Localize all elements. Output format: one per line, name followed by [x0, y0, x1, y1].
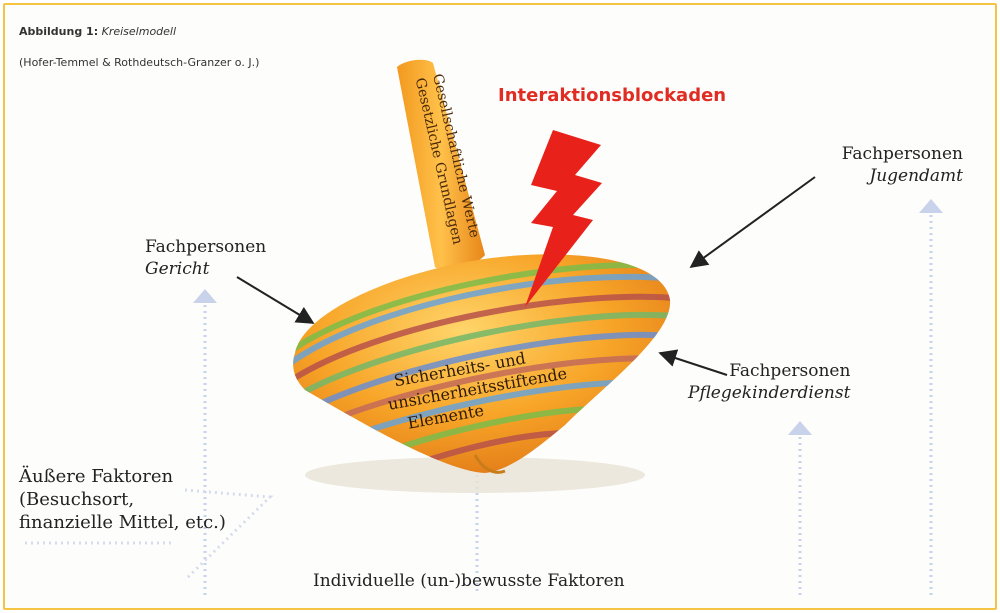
figure-caption: Abbildung 1: Kreiselmodell	[19, 25, 176, 38]
figure-source: (Hofer-Temmel & Rothdeutsch-Granzer o. J…	[19, 56, 259, 69]
pflege-sub: Pflegekinderdienst	[688, 382, 850, 404]
dotted-arrow-left	[193, 289, 217, 595]
interaction-blockades-label: Interaktionsblockaden	[498, 85, 726, 106]
arrow-jugendamt	[691, 177, 815, 267]
caption-label: Abbildung 1:	[19, 25, 98, 38]
figure-frame: Gesellschaftliche Werte Gesetzliche Grun…	[3, 3, 997, 610]
label-individuelle-faktoren: Individuelle (un-)bewusste Faktoren	[313, 570, 625, 592]
dotted-arrow-far-right	[919, 199, 943, 595]
aussere-line-3: finanzielle Mittel, etc.)	[19, 511, 226, 534]
dotted-arrow-right	[788, 421, 812, 595]
label-aussere-faktoren: Äußere Faktoren (Besuchsort, finanzielle…	[19, 465, 226, 534]
label-fachpersonen-jugendamt: Fachpersonen Jugendamt	[842, 143, 963, 187]
caption-title: Kreiselmodell	[102, 25, 176, 38]
jugendamt-title: Fachpersonen	[842, 144, 963, 164]
gericht-sub: Gericht	[145, 258, 266, 280]
label-fachpersonen-gericht: Fachpersonen Gericht	[145, 236, 266, 280]
arrow-gericht	[237, 277, 313, 323]
label-fachpersonen-pflegekinderdienst: Fachpersonen Pflegekinderdienst	[688, 360, 850, 404]
gericht-title: Fachpersonen	[145, 237, 266, 257]
jugendamt-sub: Jugendamt	[842, 165, 963, 187]
pflege-title: Fachpersonen	[729, 361, 850, 381]
aussere-line-2: (Besuchsort,	[19, 488, 226, 511]
aussere-line-1: Äußere Faktoren	[19, 465, 226, 488]
